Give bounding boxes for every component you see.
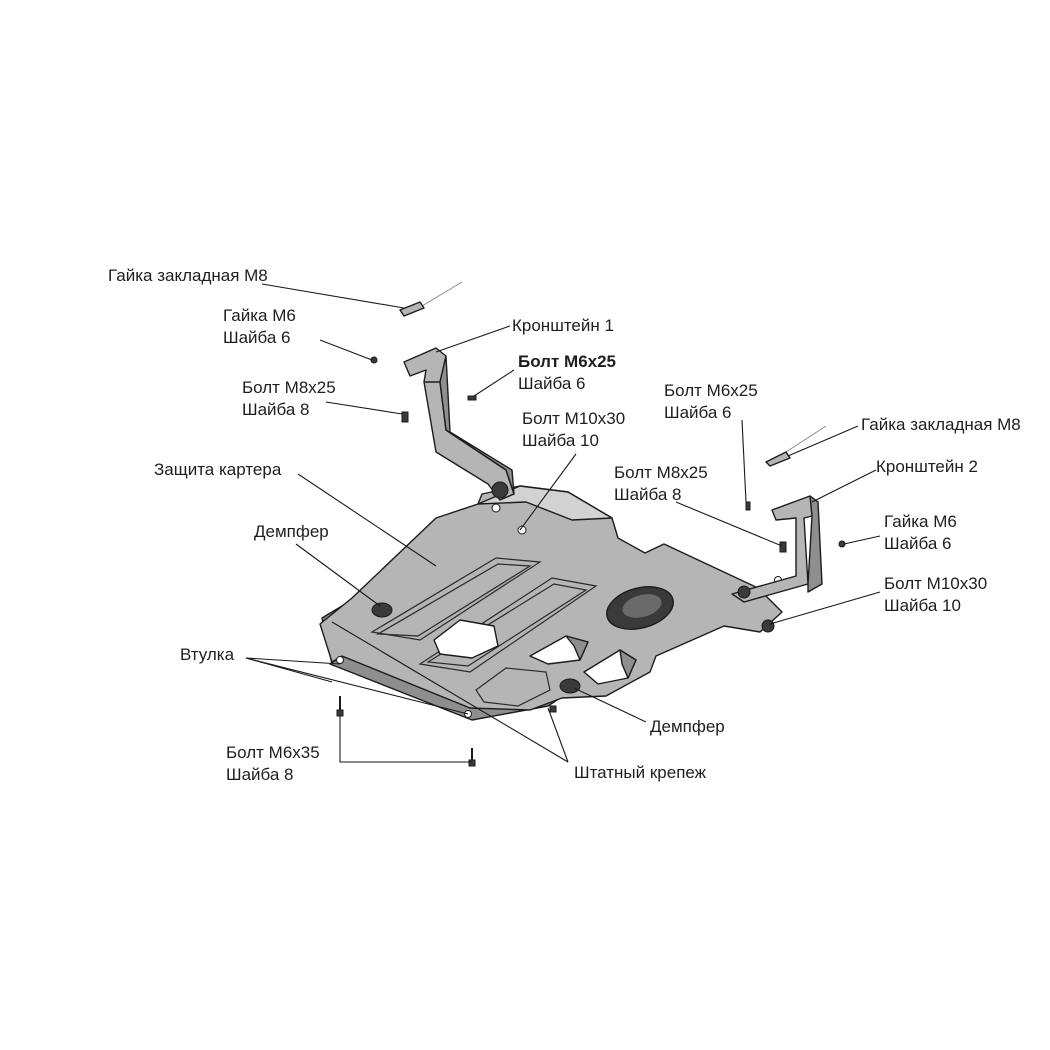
label-bolt-m10x30-mid: Болт М10x30 <box>522 409 625 428</box>
label-nut-m6-right: Гайка М6 <box>884 512 957 531</box>
crankcase-guard-plate <box>319 485 783 721</box>
label-washer6-mid: Шайба 6 <box>518 374 586 393</box>
label-nut-m6-left: Гайка М6 <box>223 306 296 325</box>
label-damper-right: Демпфер <box>650 717 725 736</box>
bracket-1 <box>403 347 515 501</box>
label-crankcase-guard: Защита картера <box>154 460 282 479</box>
label-washer6-left: Шайба 6 <box>223 328 291 347</box>
label-bolt-m6x25-left: Болт М6x25 <box>518 352 616 371</box>
label-washer8-left: Шайба 8 <box>242 400 310 419</box>
label-bracket-1: Кронштейн 1 <box>512 316 614 335</box>
label-washer10-right: Шайба 10 <box>884 596 961 615</box>
label-standard-fasteners: Штатный крепеж <box>574 763 707 782</box>
label-washer6-far-right: Шайба 6 <box>884 534 952 553</box>
label-bushing: Втулка <box>180 645 235 664</box>
label-bracket-2: Кронштейн 2 <box>876 457 978 476</box>
label-nut-embedded-right: Гайка закладная М8 <box>861 415 1021 434</box>
label-washer6-right: Шайба 6 <box>664 403 732 422</box>
label-bolt-m8x25-left: Болт М8x25 <box>242 378 336 397</box>
leader-lines <box>245 283 881 763</box>
label-bolt-m6x25-right: Болт М6x25 <box>664 381 758 400</box>
label-nut-embedded-left: Гайка закладная М8 <box>108 266 268 285</box>
label-washer8-bottom: Шайба 8 <box>226 765 294 784</box>
label-bolt-m8x25-right: Болт М8x25 <box>614 463 708 482</box>
label-bolt-m10x30-right: Болт М10x30 <box>884 574 987 593</box>
label-washer10-mid: Шайба 10 <box>522 431 599 450</box>
callout-labels: Гайка закладная М8 Гайка М6 Шайба 6 Крон… <box>108 266 1021 784</box>
label-washer8-right: Шайба 8 <box>614 485 682 504</box>
label-damper-left: Демпфер <box>254 522 329 541</box>
label-bolt-m6x35: Болт М6x35 <box>226 743 320 762</box>
bracket-2 <box>731 495 823 603</box>
